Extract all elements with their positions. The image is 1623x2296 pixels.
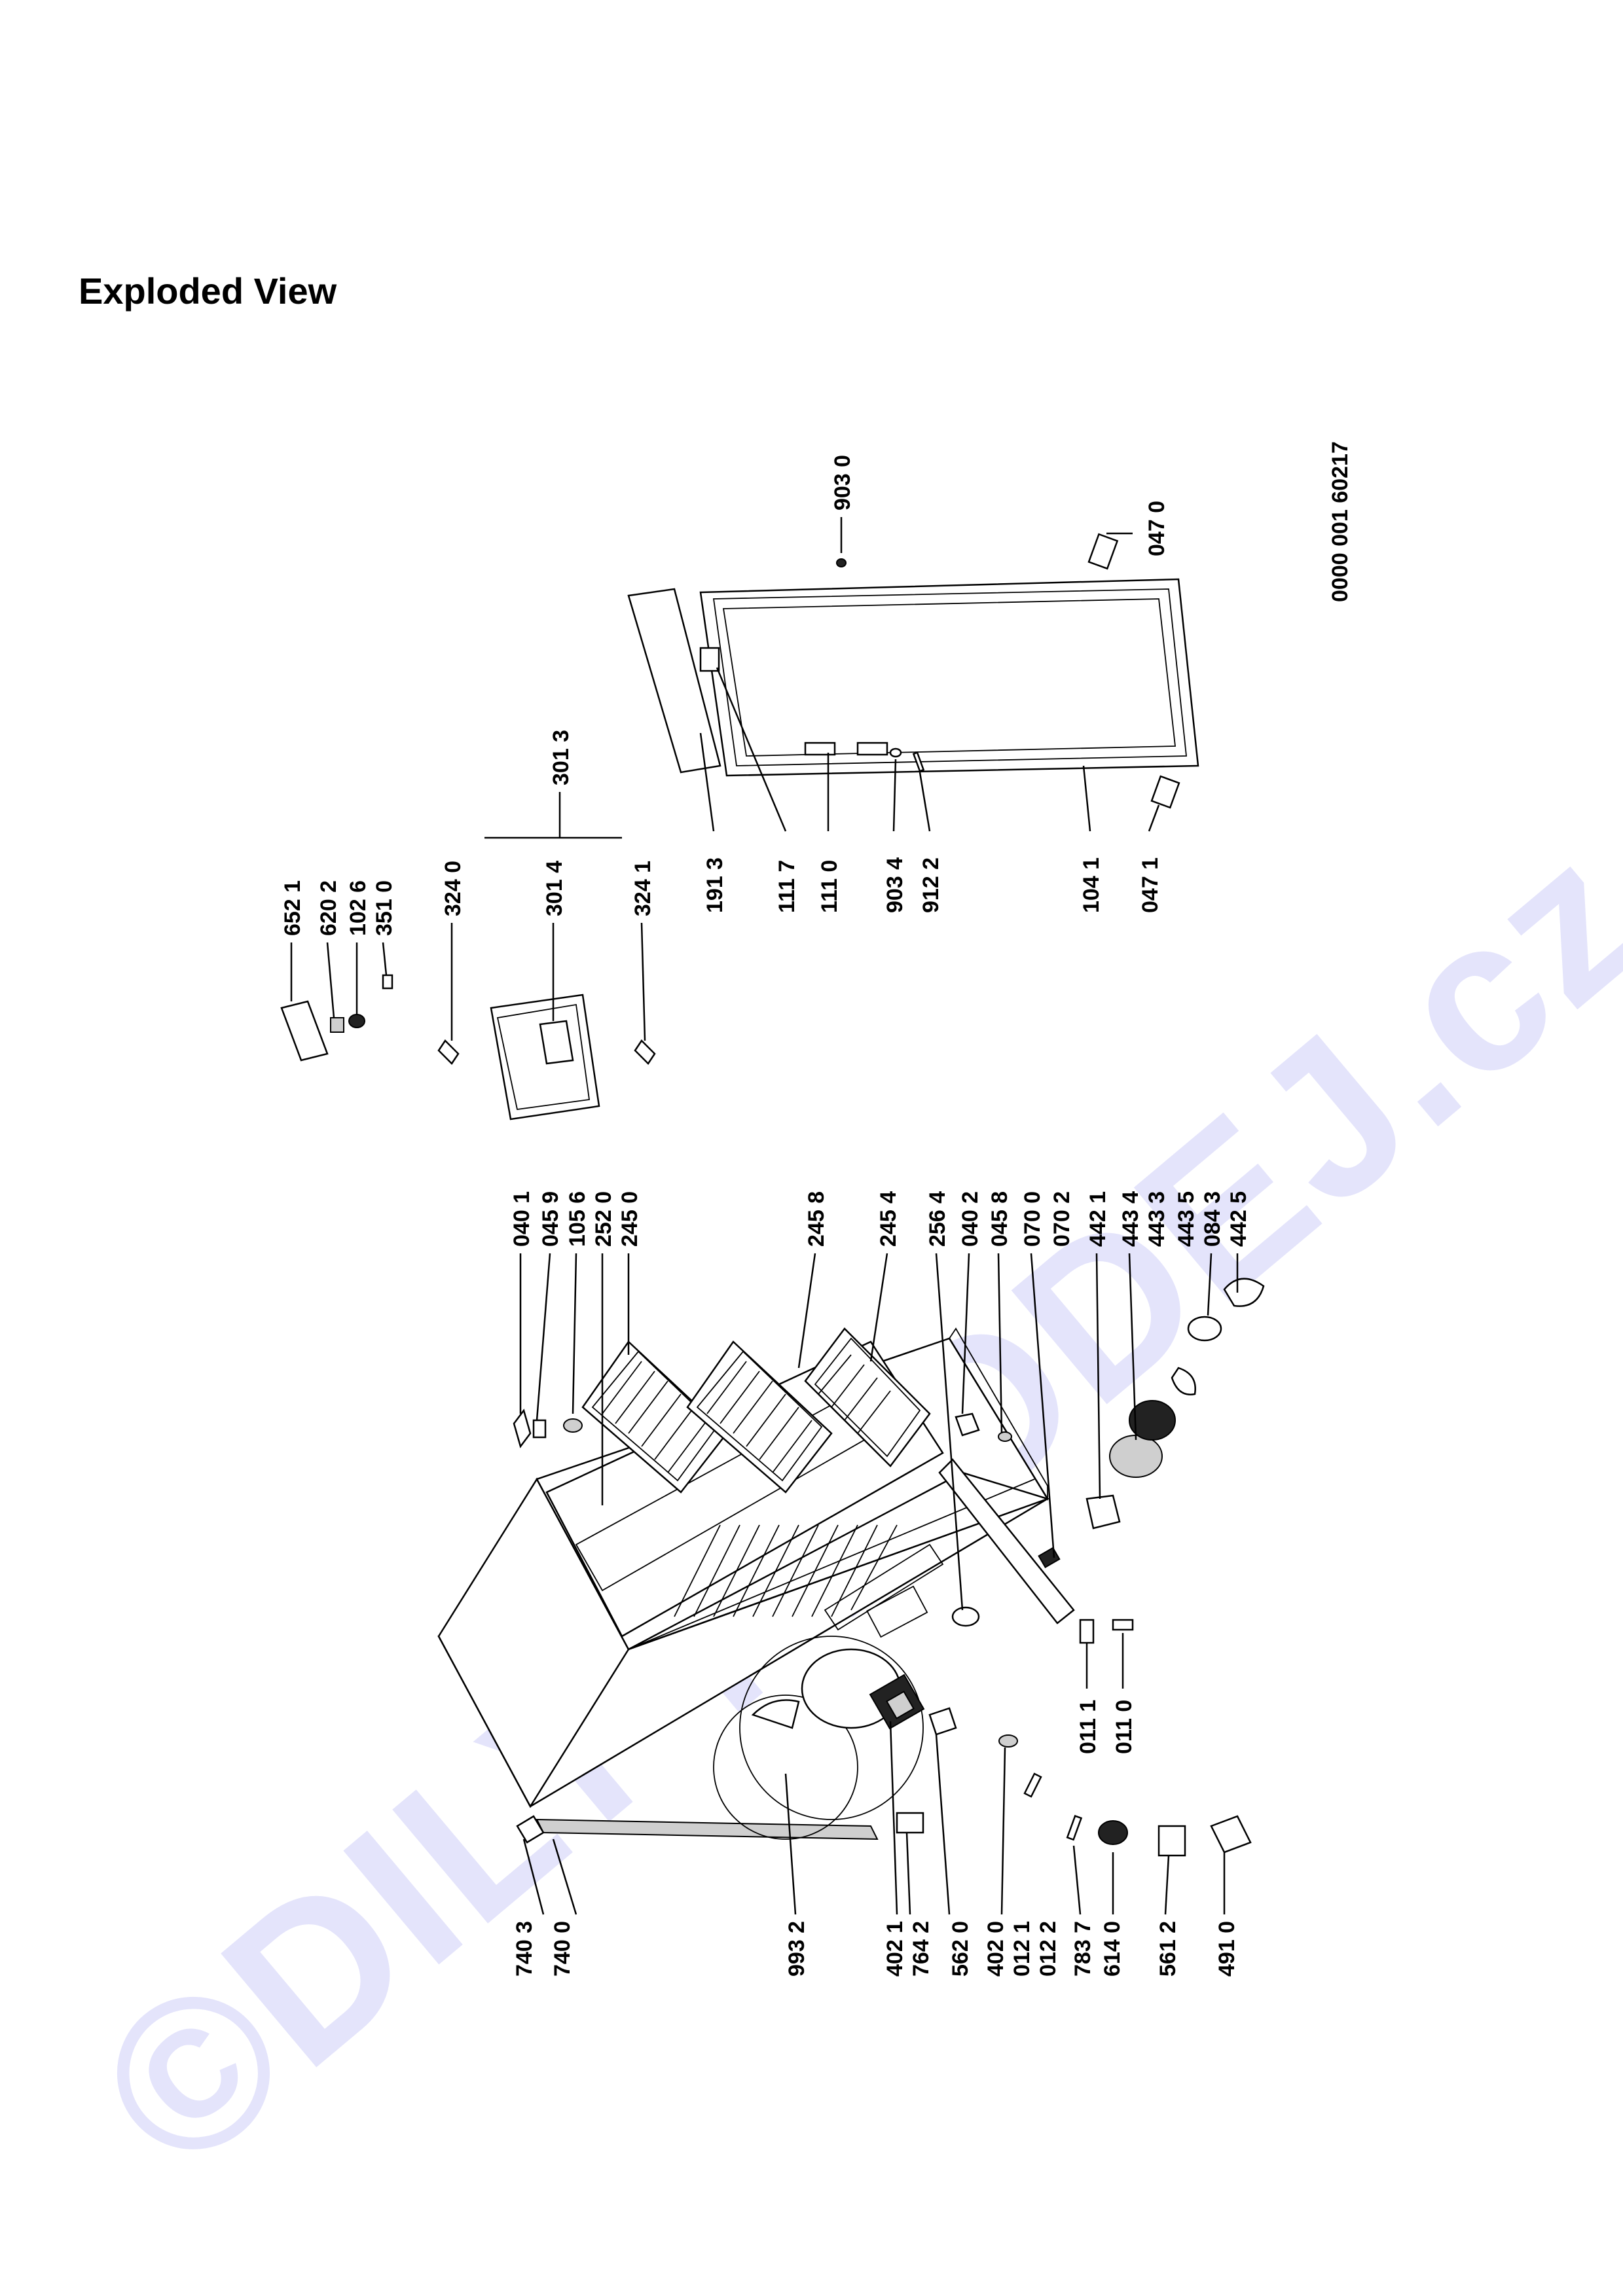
label-040-1: 040 1: [509, 1191, 534, 1247]
label-245-4: 245 4: [876, 1191, 901, 1247]
label-252-0: 252 0: [591, 1191, 616, 1247]
small-parts: [513, 1278, 1265, 1857]
label-402-0: 402 0: [983, 1921, 1008, 1977]
label-070-0: 070 0: [1020, 1191, 1045, 1247]
label-740-0: 740 0: [550, 1921, 575, 1977]
top-cover-group: [280, 974, 656, 1121]
label-912-2: 912 2: [919, 857, 943, 913]
label-324-0: 324 0: [441, 861, 465, 916]
label-084-3: 084 3: [1200, 1191, 1225, 1247]
label-256-4: 256 4: [925, 1191, 950, 1247]
label-443-5: 443 5: [1174, 1191, 1199, 1247]
label-111-7: 111 7: [775, 860, 799, 913]
label-620-2: 620 2: [316, 880, 341, 936]
label-783-7: 783 7: [1070, 1921, 1095, 1977]
label-191-3: 191 3: [702, 857, 727, 913]
label-111-0: 111 0: [817, 860, 842, 913]
label-324-1: 324 1: [630, 861, 655, 916]
label-561-2: 561 2: [1156, 1921, 1180, 1977]
label-402-1: 402 1: [883, 1921, 907, 1977]
drawing-number: 0000 001 60217: [1328, 441, 1353, 602]
label-562-0: 562 0: [948, 1921, 973, 1977]
label-443-3: 443 3: [1144, 1191, 1169, 1247]
label-443-4: 443 4: [1118, 1191, 1143, 1247]
label-105-6: 105 6: [565, 1191, 590, 1247]
label-903-0: 903 0: [830, 455, 855, 511]
label-011-1: 011 1: [1076, 1700, 1101, 1754]
label-652-1: 652 1: [280, 880, 305, 936]
label-012-1: 012 1: [1010, 1921, 1034, 1977]
label-047-1: 047 1: [1138, 857, 1163, 913]
label-764-2: 764 2: [909, 1921, 934, 1977]
label-442-1: 442 1: [1085, 1191, 1110, 1247]
leader-lines: [290, 517, 1239, 1915]
label-614-0: 614 0: [1100, 1921, 1125, 1977]
label-903-4: 903 4: [883, 857, 907, 913]
label-245-8: 245 8: [804, 1191, 829, 1247]
label-102-6: 102 6: [346, 880, 371, 936]
label-351-0: 351 0: [372, 880, 397, 936]
label-301-3: 301 3: [549, 730, 574, 785]
label-740-3: 740 3: [512, 1921, 537, 1977]
label-011-0: 011 0: [1112, 1700, 1137, 1754]
shelves: [581, 1327, 931, 1494]
label-104-1: 104 1: [1079, 857, 1104, 913]
label-301-4: 301 4: [542, 861, 567, 916]
page-title: Exploded View: [79, 270, 337, 312]
label-012-2: 012 2: [1036, 1921, 1061, 1977]
label-993-2: 993 2: [784, 1921, 809, 1977]
label-070-2: 070 2: [1049, 1191, 1074, 1247]
label-045-8: 045 8: [987, 1191, 1012, 1247]
label-442-5: 442 5: [1226, 1191, 1251, 1247]
label-245-0: 245 0: [617, 1191, 642, 1247]
part-labels: 740 3 740 0 993 2 402 1 764 2 562 0 402 …: [280, 441, 1353, 1977]
label-047-0: 047 0: [1144, 501, 1169, 556]
label-491-0: 491 0: [1214, 1921, 1239, 1977]
label-045-9: 045 9: [538, 1191, 563, 1247]
label-040-2: 040 2: [958, 1191, 983, 1247]
door: [627, 533, 1199, 809]
